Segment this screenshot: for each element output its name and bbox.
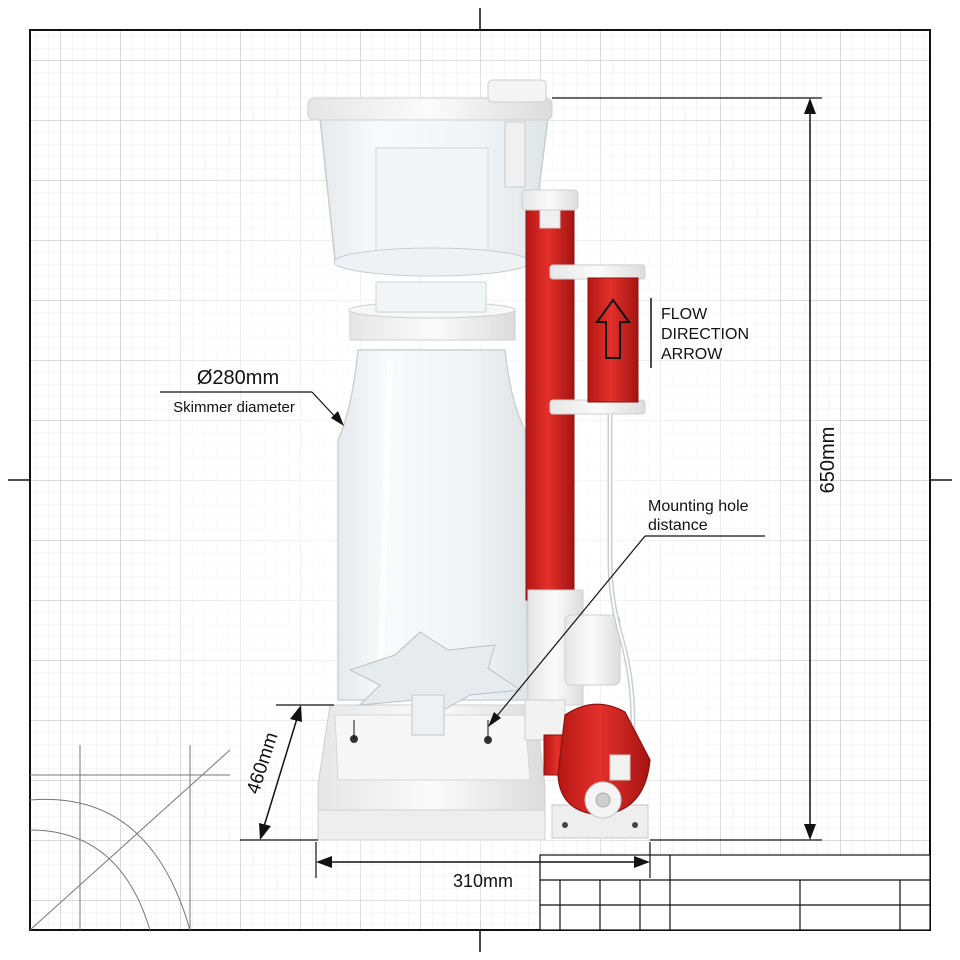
flow-label-line2: DIRECTION bbox=[661, 326, 749, 343]
flow-indicator-cylinder bbox=[587, 277, 639, 403]
flow-label-line3: ARROW bbox=[661, 346, 723, 363]
diameter-value-label: Ø280mm bbox=[197, 367, 279, 389]
skimmer-illustration bbox=[307, 79, 651, 841]
drawing-frame bbox=[8, 8, 952, 952]
red-pump bbox=[557, 703, 651, 816]
diameter-caption-label: Skimmer diameter bbox=[173, 399, 295, 416]
height-dimension-label: 650mm bbox=[817, 427, 839, 494]
title-block bbox=[539, 854, 931, 931]
flow-arrow-icon bbox=[595, 298, 631, 359]
width-dimension-label: 310mm bbox=[453, 871, 513, 891]
dimension-lines bbox=[160, 97, 822, 878]
mount-label-line2: distance bbox=[648, 517, 708, 534]
mount-label-line1: Mounting hole bbox=[648, 498, 749, 515]
cup-lid bbox=[307, 97, 553, 121]
diffuser-plate bbox=[348, 631, 522, 713]
corner-construction-lines bbox=[29, 745, 231, 931]
flow-label-line1: FLOW bbox=[661, 306, 708, 323]
